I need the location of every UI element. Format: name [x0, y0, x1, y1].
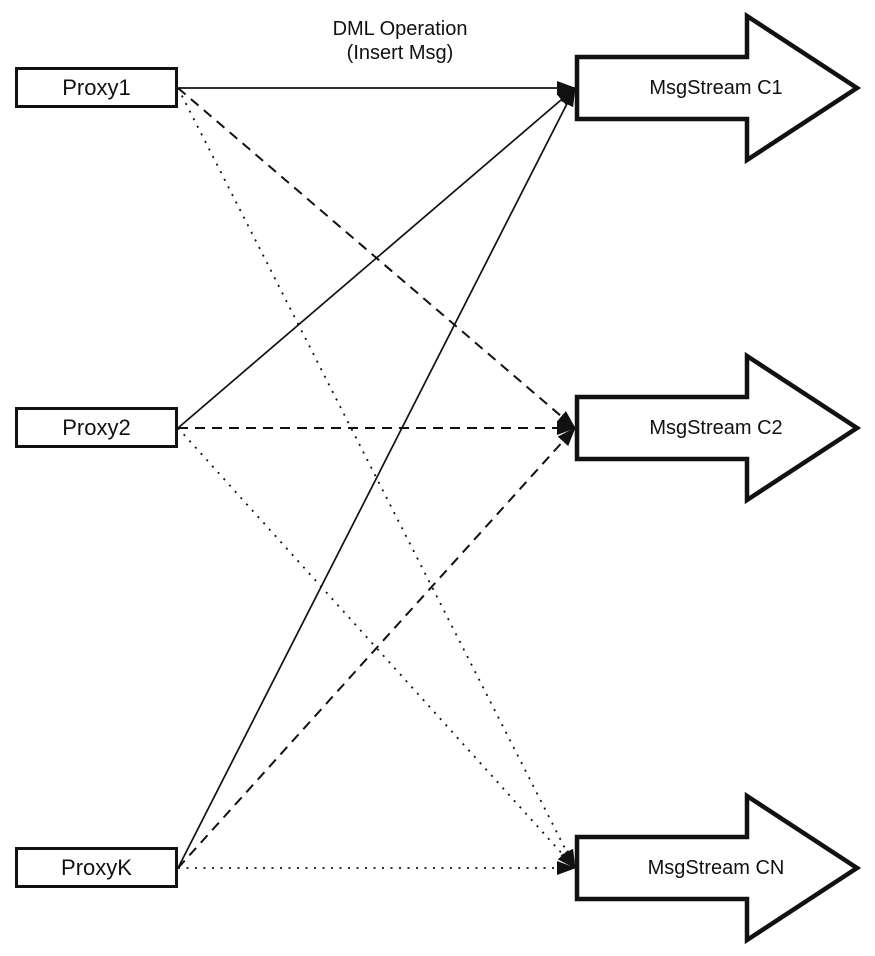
edge-pk-c2: [177, 427, 576, 869]
edge-p1-cn: [177, 87, 576, 869]
msgstream-c1-arrow-shape: [574, 11, 862, 165]
edge-p2-cn: [177, 427, 576, 869]
proxy1-label: Proxy1: [62, 74, 131, 100]
msgstream-cn-arrow-shape: [574, 791, 862, 945]
msgstream-cn-label: MsgStream CN: [647, 857, 785, 879]
edge-p2-c1: [177, 87, 576, 429]
title-line1: DML Operation: [332, 18, 468, 40]
edge-pk-c1: [177, 87, 576, 869]
title-line2: (Insert Msg): [346, 42, 454, 64]
proxyk-box: ProxyK: [15, 847, 178, 888]
msgstream-c2-arrow-shape: [574, 351, 862, 505]
proxyk-label: ProxyK: [61, 854, 132, 880]
proxy1-box: Proxy1: [15, 67, 178, 108]
msgstream-c2-label: MsgStream C2: [649, 417, 783, 439]
proxy2-label: Proxy2: [62, 414, 131, 440]
proxy2-box: Proxy2: [15, 407, 178, 448]
msgstream-c1-label: MsgStream C1: [649, 77, 783, 99]
diagram-title: DML Operation (Insert Msg): [250, 17, 550, 65]
